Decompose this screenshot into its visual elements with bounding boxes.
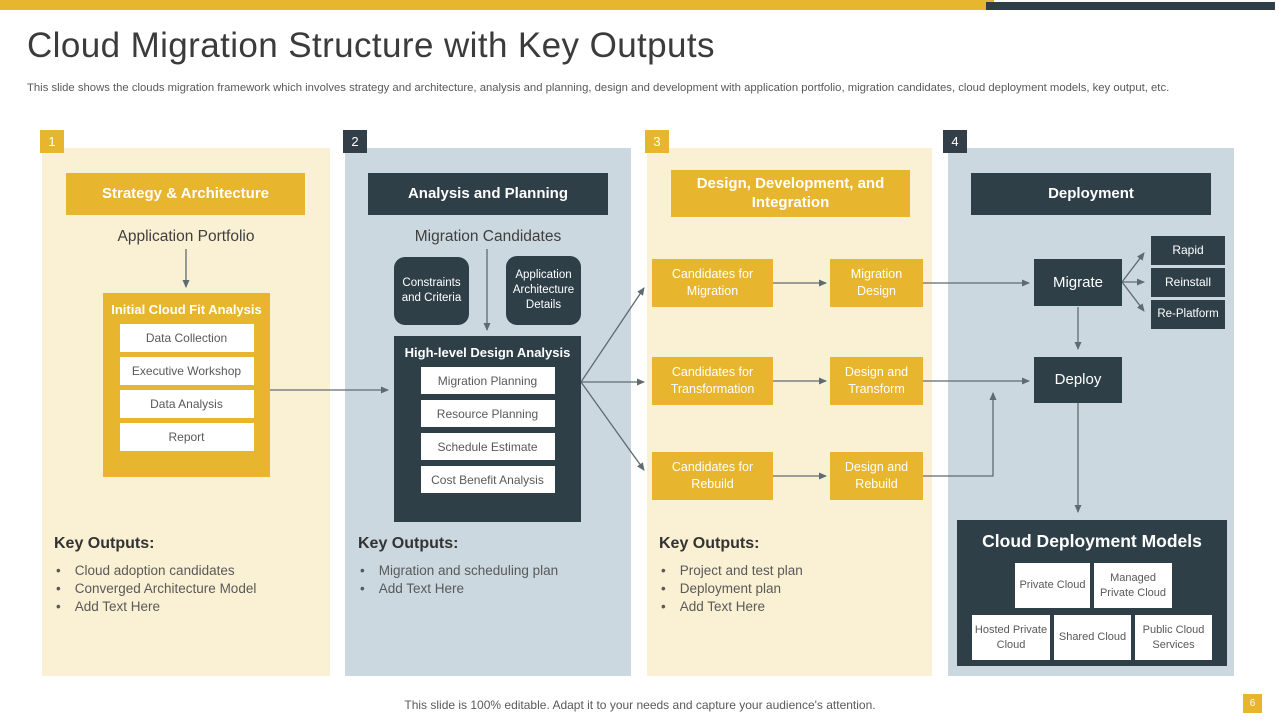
item-executive-workshop: Executive Workshop — [119, 357, 254, 385]
deploy-box: Deploy — [1034, 357, 1122, 403]
initial-cloud-fit-analysis-title: Initial Cloud Fit Analysis — [111, 302, 262, 317]
header-strategy-architecture: Strategy & Architecture — [66, 173, 305, 215]
item-report: Report — [119, 423, 254, 451]
label-migration-candidates: Migration Candidates — [414, 228, 562, 245]
cloud-deployment-models-title: Cloud Deployment Models — [982, 531, 1202, 551]
step-badge-1: 1 — [40, 130, 64, 153]
page-title: Cloud Migration Structure with Key Outpu… — [27, 26, 715, 65]
step-badge-3: 3 — [645, 130, 669, 153]
rapid-box: Rapid — [1151, 236, 1225, 265]
key-output-item: Deployment plan — [659, 580, 921, 598]
hosted-private-cloud-cell: Hosted Private Cloud — [972, 615, 1050, 660]
candidates-for-transformation-box: Candidates for Transformation — [652, 357, 773, 405]
key-output-item: Migration and scheduling plan — [358, 562, 620, 580]
high-level-design-analysis-title: High-level Design Analysis — [404, 345, 571, 360]
private-cloud-cell: Private Cloud — [1015, 563, 1090, 608]
key-outputs-strategy: Key Outputs: Cloud adoption candidates C… — [54, 535, 320, 615]
migration-design-box: Migration Design — [830, 259, 923, 307]
candidates-for-migration-box: Candidates for Migration — [652, 259, 773, 307]
design-and-transform-box: Design and Transform — [830, 357, 923, 405]
shared-cloud-cell: Shared Cloud — [1054, 615, 1131, 660]
constraints-and-criteria-box: Constraints and Criteria — [394, 257, 469, 325]
key-output-item: Project and test plan — [659, 562, 921, 580]
key-outputs-design: Key Outputs: Project and test plan Deplo… — [659, 535, 921, 615]
step-badge-2: 2 — [343, 130, 367, 153]
application-architecture-details-box: Application Architecture Details — [506, 256, 581, 325]
key-outputs-analysis: Key Outputs: Migration and scheduling pl… — [358, 535, 620, 598]
item-schedule-estimate: Schedule Estimate — [420, 433, 555, 460]
header-design-development-integration: Design, Development, and Integration — [671, 170, 910, 217]
item-migration-planning: Migration Planning — [420, 367, 555, 394]
item-resource-planning: Resource Planning — [420, 400, 555, 427]
item-data-collection: Data Collection — [119, 324, 254, 352]
initial-cloud-fit-analysis-box: Initial Cloud Fit Analysis Data Collecti… — [103, 293, 270, 477]
cloud-deployment-models-box: Cloud Deployment Models Private Cloud Ma… — [957, 520, 1227, 666]
key-outputs-title: Key Outputs: — [659, 535, 760, 552]
item-cost-benefit-analysis: Cost Benefit Analysis — [420, 466, 555, 493]
key-output-item: Add Text Here — [358, 580, 620, 598]
key-output-item: Add Text Here — [659, 598, 921, 616]
key-outputs-title: Key Outputs: — [54, 535, 155, 552]
page-number-badge: 6 — [1243, 694, 1262, 713]
key-output-item: Converged Architecture Model — [54, 580, 320, 598]
item-data-analysis: Data Analysis — [119, 390, 254, 418]
managed-private-cloud-cell: Managed Private Cloud — [1094, 563, 1172, 608]
public-cloud-services-cell: Public Cloud Services — [1135, 615, 1212, 660]
header-deployment: Deployment — [971, 173, 1211, 215]
key-output-item: Cloud adoption candidates — [54, 562, 320, 580]
page-subtitle: This slide shows the clouds migration fr… — [27, 82, 1170, 94]
candidates-for-rebuild-box: Candidates for Rebuild — [652, 452, 773, 500]
top-accent-bar-dark — [986, 2, 1275, 10]
header-analysis-planning: Analysis and Planning — [368, 173, 608, 215]
label-application-portfolio: Application Portfolio — [117, 228, 255, 245]
reinstall-box: Reinstall — [1151, 268, 1225, 297]
editable-note: This slide is 100% editable. Adapt it to… — [404, 698, 876, 712]
design-and-rebuild-box: Design and Rebuild — [830, 452, 923, 500]
top-accent-bar-yellow — [0, 0, 994, 10]
key-output-item: Add Text Here — [54, 598, 320, 616]
replatform-box: Re-Platform — [1151, 300, 1225, 329]
key-outputs-title: Key Outputs: — [358, 535, 459, 552]
migrate-box: Migrate — [1034, 259, 1122, 306]
high-level-design-analysis-box: High-level Design Analysis Migration Pla… — [394, 336, 581, 522]
step-badge-4: 4 — [943, 130, 967, 153]
